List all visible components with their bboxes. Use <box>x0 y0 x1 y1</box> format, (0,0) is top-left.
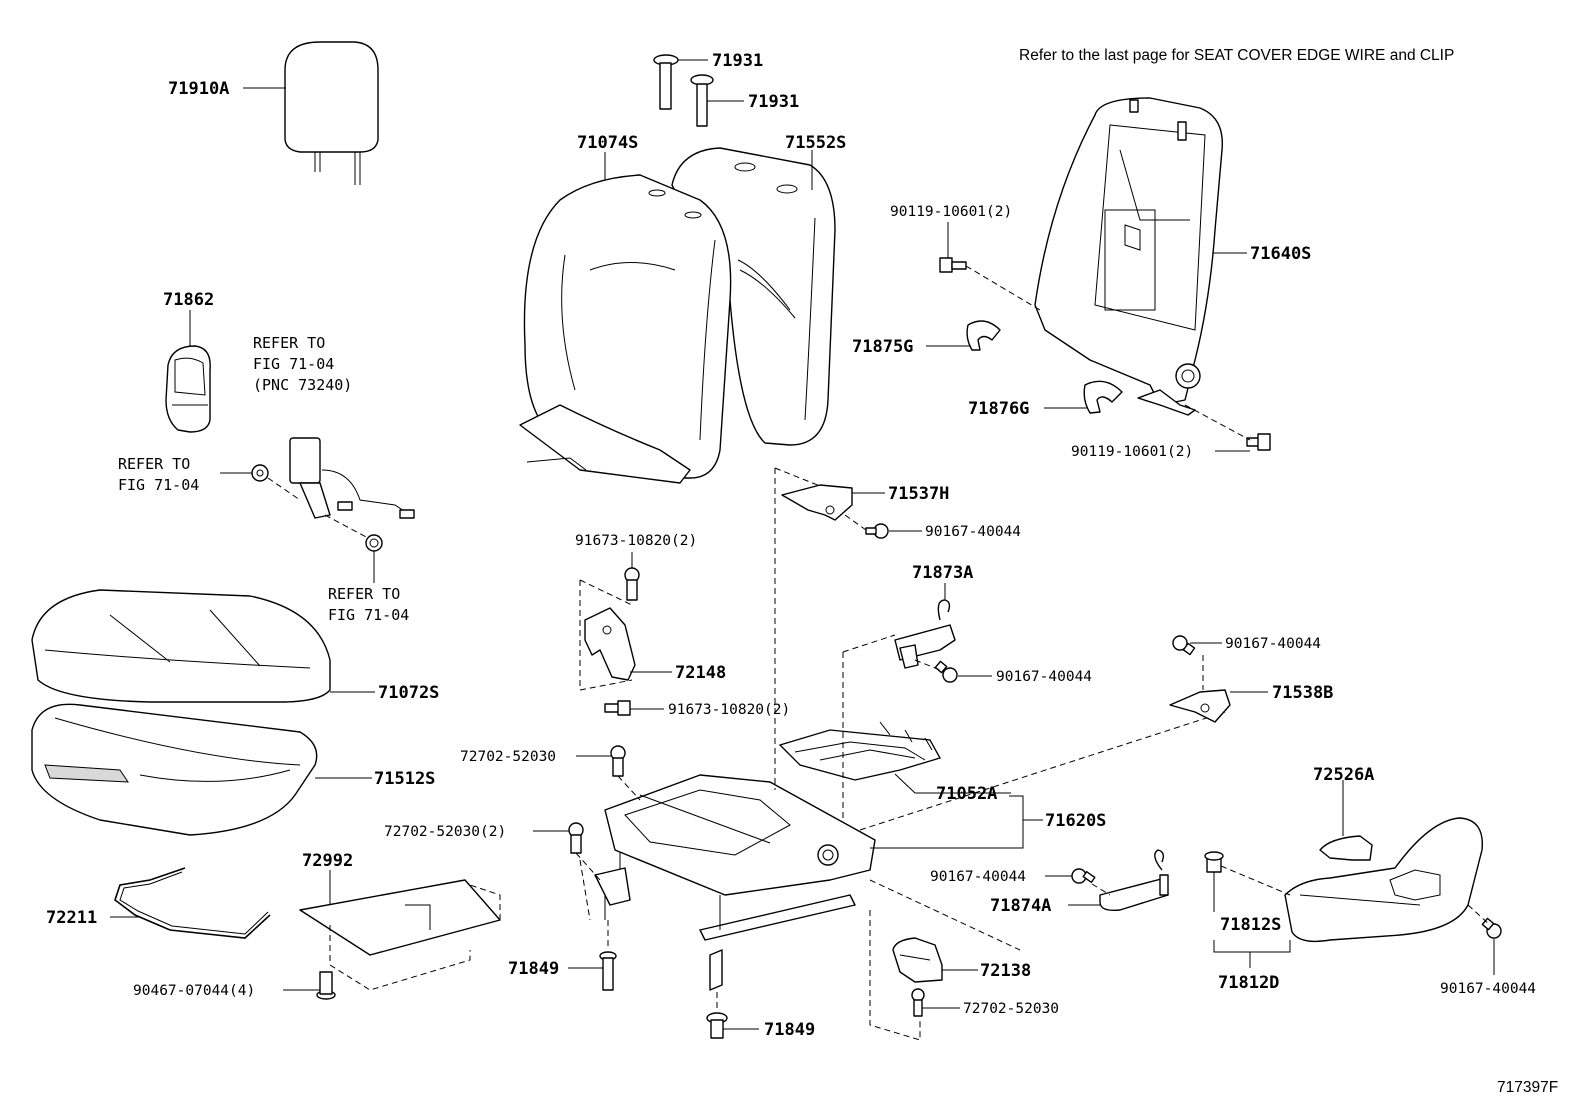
seat-cushion-frame-drawing <box>594 774 876 991</box>
part-label-90167-e[interactable]: 90167-40044 <box>1440 981 1536 997</box>
part-label-90167-d[interactable]: 90167-40044 <box>930 869 1026 885</box>
part-label-71875G[interactable]: 71875G <box>852 337 913 357</box>
pin-71849-lower-drawing <box>706 1012 728 1039</box>
part-label-71552S[interactable]: 71552S <box>785 133 846 153</box>
refer-note-top-line2: FIG 71-04 <box>253 355 334 373</box>
pin-71849-upper-drawing <box>599 951 617 991</box>
part-label-71849-lower[interactable]: 71849 <box>764 1020 815 1040</box>
seat-spring-drawing <box>778 721 941 781</box>
screw-72702-b-drawing <box>568 822 584 854</box>
part-label-71876G[interactable]: 71876G <box>968 399 1029 419</box>
guide-pin-drawing <box>653 54 714 127</box>
part-label-71812S[interactable]: 71812S <box>1220 915 1281 935</box>
part-label-91673-upper[interactable]: 91673-10820(2) <box>575 533 697 549</box>
part-label-72211[interactable]: 72211 <box>46 908 97 928</box>
part-label-71620S[interactable]: 71620S <box>1045 811 1106 831</box>
seatback-frame-drawing <box>1034 97 1224 416</box>
header-note: Refer to the last page for SEAT COVER ED… <box>1019 47 1454 64</box>
cover-clip-drawing <box>1204 851 1224 873</box>
refer-note-top-line1: REFER TO <box>253 334 325 352</box>
part-label-71849-upper[interactable]: 71849 <box>508 959 559 979</box>
part-label-90119-upper[interactable]: 90119-10601(2) <box>890 204 1012 220</box>
refer-note-top-line3: (PNC 73240) <box>253 376 352 394</box>
part-label-90167-c[interactable]: 90167-40044 <box>1225 636 1321 652</box>
board-clip-drawing <box>316 971 336 1000</box>
hook-bracket-drawing <box>894 599 956 669</box>
seatback-cover-drawing <box>519 174 732 484</box>
part-label-71874A[interactable]: 71874A <box>990 896 1051 916</box>
seat-cushion-pad-drawing <box>31 703 318 836</box>
bolt-91673-upper-drawing <box>624 567 640 601</box>
part-label-71052A[interactable]: 71052A <box>936 784 997 804</box>
screw-72702-a-drawing <box>610 745 626 777</box>
part-label-72702-b[interactable]: 72702-52030(2) <box>384 824 506 840</box>
part-label-90467[interactable]: 90467-07044(4) <box>133 983 255 999</box>
part-label-91673-lower[interactable]: 91673-10820(2) <box>668 702 790 718</box>
figure-code: 717397F <box>1497 1079 1558 1096</box>
part-label-71074S[interactable]: 71074S <box>577 133 638 153</box>
part-label-90119-lower[interactable]: 90119-10601(2) <box>1071 444 1193 460</box>
part-label-90167-b[interactable]: 90167-40044 <box>996 669 1092 685</box>
shield-trim-drawing <box>165 345 211 433</box>
frame-bolt-lower-drawing <box>1246 433 1271 451</box>
part-label-71072S[interactable]: 71072S <box>378 683 439 703</box>
seat-belt-buckle-drawing <box>289 437 415 519</box>
bolt-91673-lower-drawing <box>604 700 631 716</box>
part-label-72992[interactable]: 72992 <box>302 851 353 871</box>
part-label-71512S[interactable]: 71512S <box>374 769 435 789</box>
hook-bracket-lower-drawing <box>1099 849 1169 912</box>
bracket-72148-drawing <box>584 607 636 681</box>
frame-bolt-upper-drawing <box>939 257 967 273</box>
part-label-72148[interactable]: 72148 <box>675 663 726 683</box>
headrest-drawing <box>284 41 379 185</box>
bracket-screw-d-drawing <box>1071 868 1096 884</box>
seat-wire-drawing <box>114 867 271 939</box>
refer-note-left-line2: FIG 71-04 <box>118 476 199 494</box>
refer-note-left-line1: REFER TO <box>118 455 190 473</box>
part-label-71910A[interactable]: 71910A <box>168 79 229 99</box>
hinge-cover-outer-drawing <box>1083 380 1123 414</box>
screw-72702-c-drawing <box>911 988 925 1017</box>
hinge-cover-inner-drawing <box>966 320 1001 351</box>
refer-note-bottom-line2: FIG 71-04 <box>328 606 409 624</box>
seat-side-cover-drawing <box>1284 817 1484 943</box>
part-label-72702-c[interactable]: 72702-52030 <box>963 1001 1059 1017</box>
part-label-71537H[interactable]: 71537H <box>888 484 949 504</box>
lever-knob-drawing <box>1319 835 1373 861</box>
part-label-71931-lower[interactable]: 71931 <box>748 92 799 112</box>
anchor-nut-upper-drawing <box>251 464 269 482</box>
part-label-71931-upper[interactable]: 71931 <box>712 51 763 71</box>
part-label-72702-a[interactable]: 72702-52030 <box>460 749 556 765</box>
bracket-screw-b-drawing <box>934 660 958 683</box>
part-label-71812D[interactable]: 71812D <box>1218 973 1279 993</box>
part-label-71640S[interactable]: 71640S <box>1250 244 1311 264</box>
refer-note-bottom-line1: REFER TO <box>328 585 400 603</box>
part-label-72526A[interactable]: 72526A <box>1313 765 1374 785</box>
part-label-71873A[interactable]: 71873A <box>912 563 973 583</box>
shield-cover-72138-drawing <box>892 937 943 983</box>
anchor-washer-drawing <box>365 534 383 552</box>
part-label-71862[interactable]: 71862 <box>163 290 214 310</box>
seat-cushion-cover-drawing <box>31 589 331 703</box>
hinge-bracket-right-drawing <box>1169 635 1231 723</box>
part-label-72138[interactable]: 72138 <box>980 961 1031 981</box>
hinge-bracket-left-drawing <box>781 484 853 521</box>
part-label-71538B[interactable]: 71538B <box>1272 683 1333 703</box>
part-label-90167-a[interactable]: 90167-40044 <box>925 524 1021 540</box>
bracket-screw-a-drawing <box>865 523 889 539</box>
bracket-screw-e-drawing <box>1481 917 1502 939</box>
